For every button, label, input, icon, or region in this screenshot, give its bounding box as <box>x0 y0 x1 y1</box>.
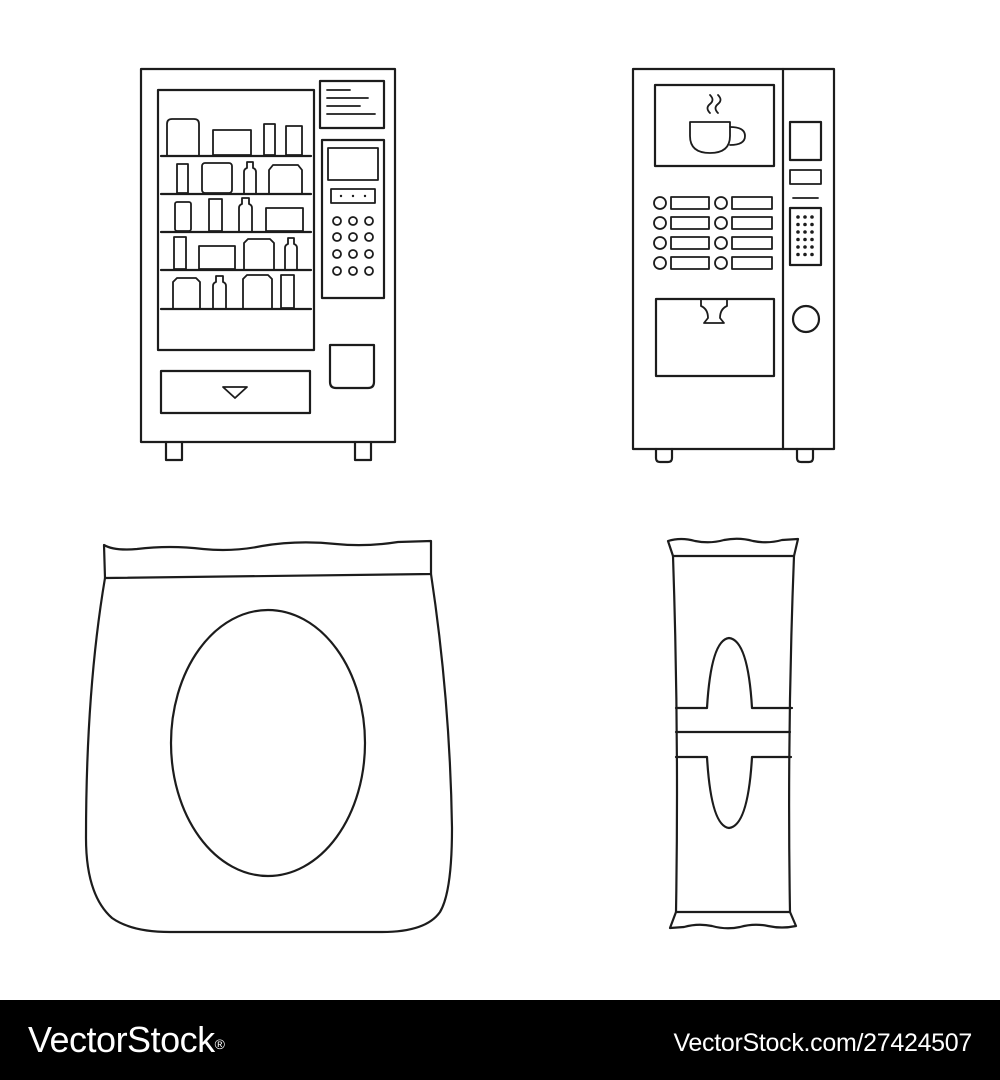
chips-bag-icon <box>84 539 454 934</box>
watermark-bar: VectorStock® VectorStock.com/27424507 <box>0 1000 1000 1080</box>
watermark-brand-text: VectorStock <box>28 1019 215 1060</box>
coffee-vending-machine-icon <box>631 67 836 464</box>
watermark-image-ref: VectorStock.com/27424507 <box>673 1029 972 1057</box>
artwork <box>84 67 836 934</box>
candy-bar-wrapper-icon <box>666 537 800 930</box>
watermark-registered-mark: ® <box>214 1036 225 1052</box>
snack-vending-machine-icon <box>139 67 397 462</box>
watermark-brand: VectorStock® <box>28 1018 225 1062</box>
